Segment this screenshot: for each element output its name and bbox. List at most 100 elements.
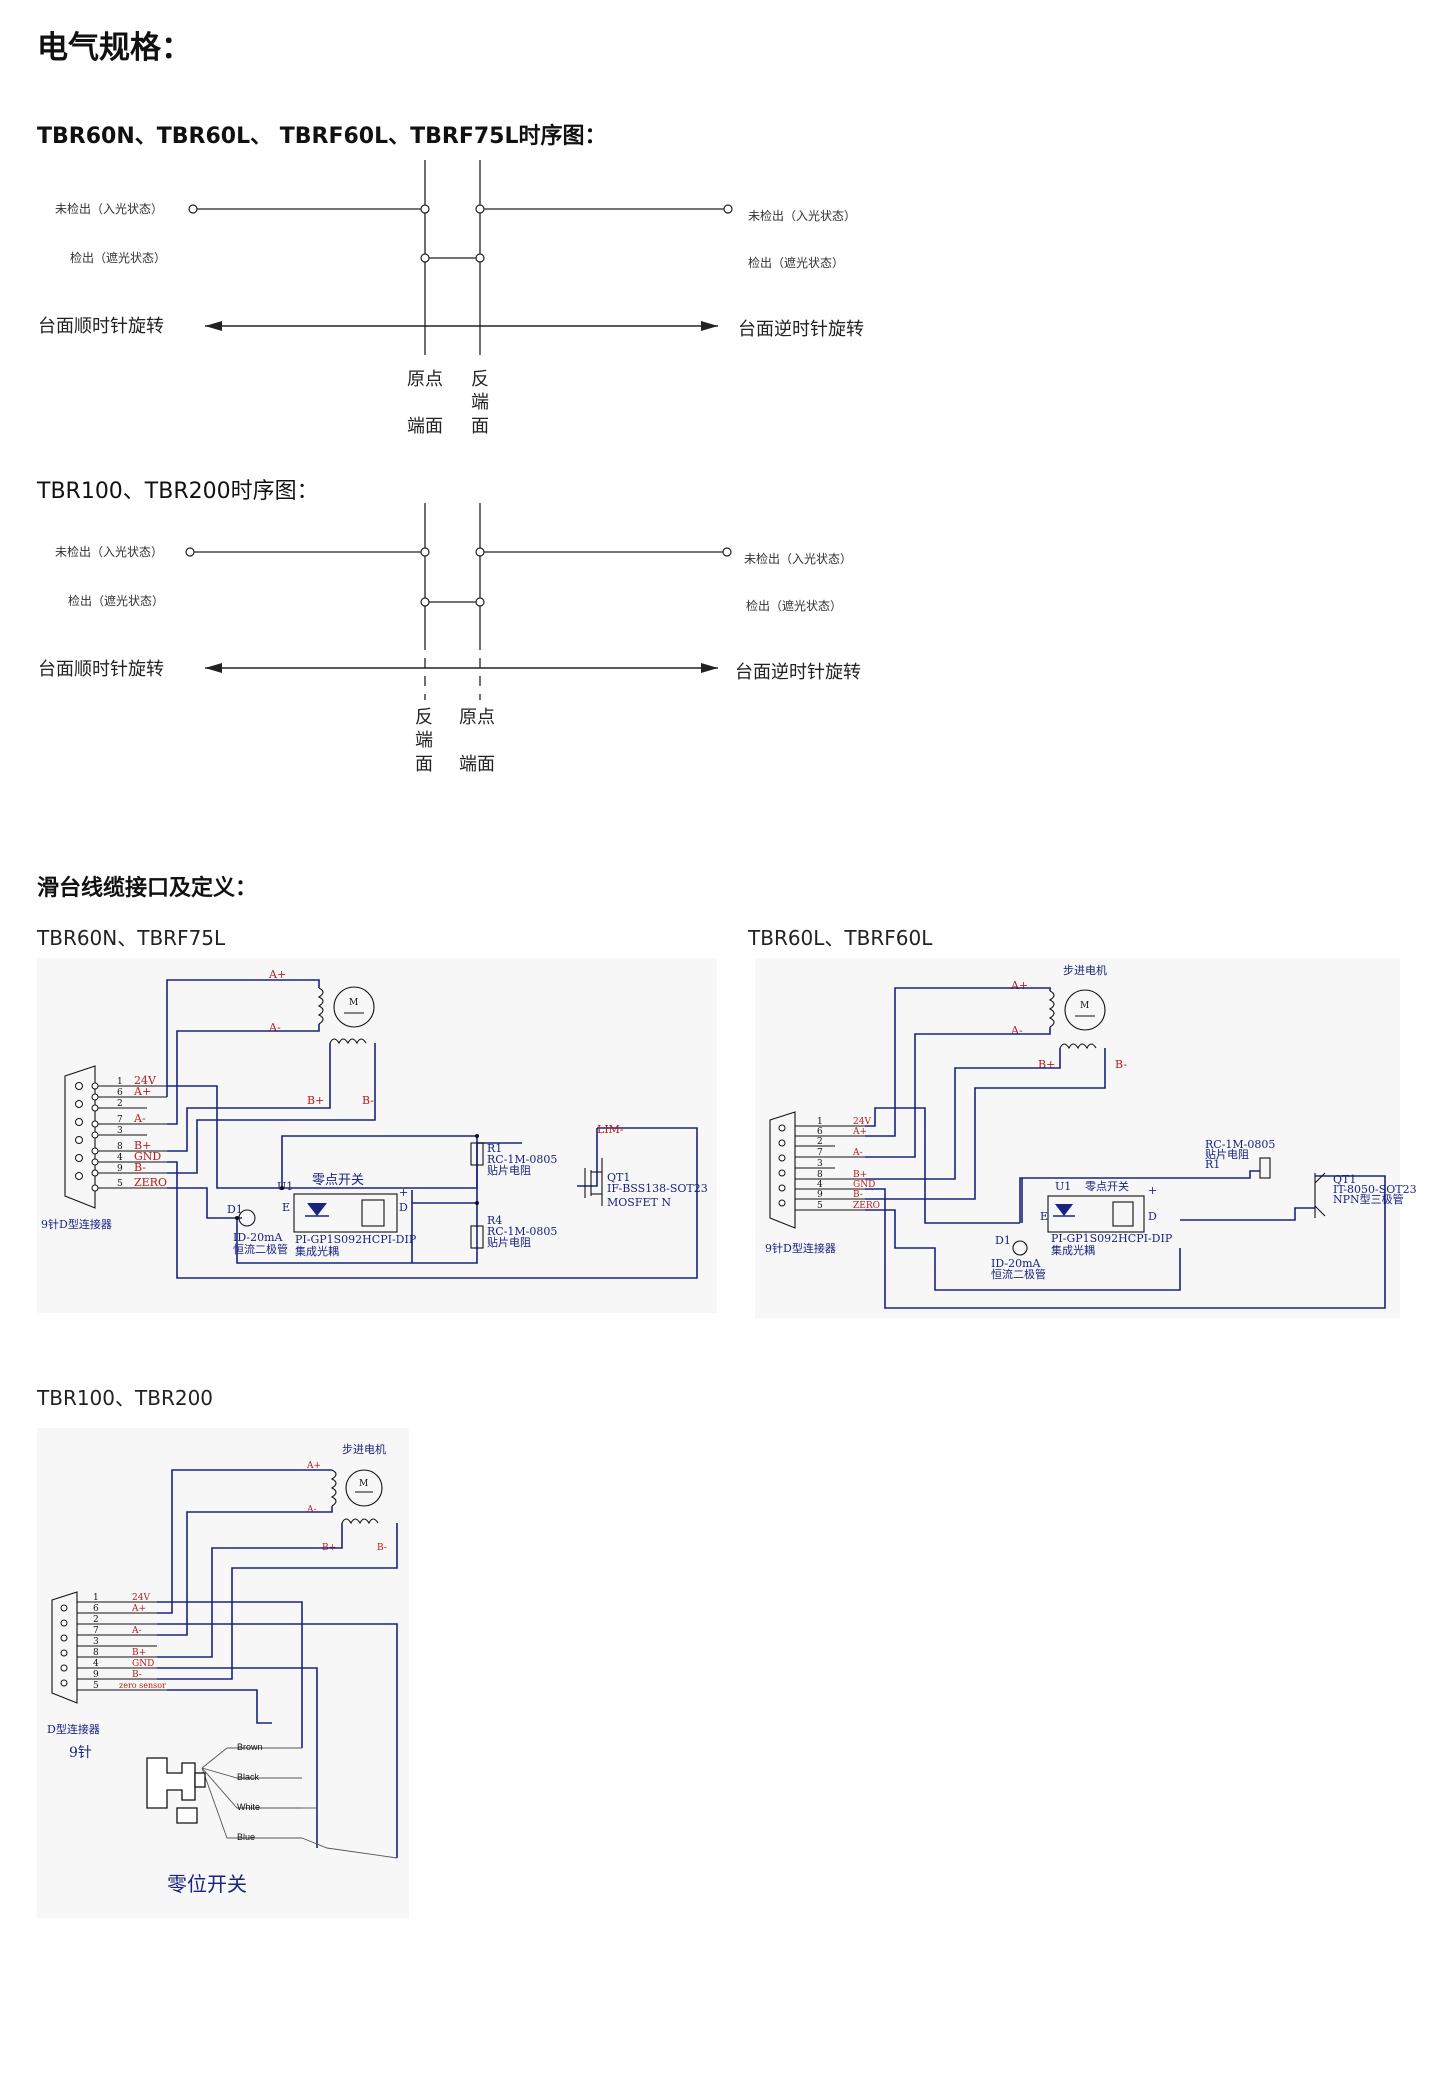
sa-sig-a-minus: A- — [133, 1112, 146, 1125]
sa-lim: LIM- — [597, 1123, 624, 1136]
sc-sig-zero-sensor: zero sensor — [119, 1681, 166, 1690]
sb-pin-3: 3 — [817, 1159, 823, 1169]
t2-origin-label-2: 端面 — [459, 754, 495, 775]
sb-sig-b-minus: B- — [853, 1190, 863, 1200]
schematic-b-caption: TBR60L、TBRF60L — [748, 926, 933, 950]
sb-sig-zero: ZERO — [853, 1201, 880, 1211]
t1-right-top-label: 未检出（入光状态） — [748, 208, 856, 223]
sc-pin-7: 7 — [93, 1626, 99, 1636]
sa-e: E — [282, 1201, 290, 1214]
schematic-a-caption: TBR60N、TBRF75L — [37, 926, 226, 950]
sa-motor-a-minus: A- — [268, 1021, 281, 1034]
schematic-b: 步进电机 M A+ A- B+ B- 1 6 2 7 3 8 4 9 5 24V… — [755, 958, 1417, 1318]
sb-motor-title: 步进电机 — [1063, 963, 1107, 977]
sa-sig-b-minus: B- — [134, 1161, 146, 1174]
sa-r4-part: RC-1M-0805 — [487, 1225, 557, 1238]
sb-pin-2: 2 — [817, 1137, 823, 1147]
sc-pin-2: 2 — [93, 1615, 99, 1625]
sc-wire-black: Black — [237, 1772, 260, 1782]
sb-d1-part: ID-20mA — [991, 1257, 1042, 1270]
sa-pin-2: 2 — [117, 1099, 123, 1109]
timing-diagram-2: 未检出（入光状态） 检出（遮光状态） 未检出（入光状态） 检出（遮光状态） 台面… — [38, 503, 861, 775]
sc-motor-a-minus: A- — [306, 1505, 317, 1515]
sb-qt1: QT1 — [1333, 1173, 1356, 1186]
sb-pin-8: 8 — [817, 1170, 823, 1180]
sb-pin-5: 5 — [817, 1201, 823, 1211]
sb-opto-desc: 集成光耦 — [1051, 1243, 1095, 1257]
sc-connector-pins: 9针 — [69, 1745, 92, 1761]
sb-connector-label: 9针D型连接器 — [765, 1241, 836, 1255]
sa-r1: R1 — [487, 1142, 502, 1155]
sb-zero-switch: 零点开关 — [1085, 1179, 1129, 1193]
sa-pin-1: 1 — [117, 1077, 123, 1087]
sb-motor-a-plus: A+ — [1010, 979, 1028, 992]
sa-sig-zero: ZERO — [134, 1176, 167, 1189]
sc-wire-blue: Blue — [237, 1832, 255, 1842]
t2-reverse-char-3: 面 — [415, 754, 433, 775]
sb-motor-b-minus: B- — [1115, 1058, 1127, 1071]
sc-pin-6: 6 — [93, 1604, 99, 1614]
t1-left-direction: 台面顺时针旋转 — [38, 316, 164, 337]
t2-reverse-char-2: 端 — [415, 730, 433, 751]
sb-opto-part: PI-GP1S092HCPI-DIP — [1051, 1232, 1173, 1245]
sa-pin-4: 4 — [117, 1153, 123, 1163]
sa-motor-a-plus: A+ — [268, 968, 286, 981]
sb-sig-gnd: GND — [853, 1180, 875, 1190]
t2-right-direction: 台面逆时针旋转 — [735, 662, 861, 683]
sa-plus: + — [399, 1186, 408, 1199]
sc-pin-3: 3 — [93, 1637, 99, 1647]
t2-right-bottom-label: 检出（遮光状态） — [746, 598, 842, 613]
sa-motor-b-minus: B- — [362, 1094, 374, 1107]
sa-u1: U1 — [277, 1180, 293, 1193]
sc-motor-b-minus: B- — [377, 1543, 387, 1553]
sc-sig-a-minus: A- — [131, 1626, 142, 1636]
schematic-a: 1 6 2 7 3 8 4 9 5 24V A+ A- B+ GND B- ZE… — [37, 958, 717, 1313]
sb-u1: U1 — [1055, 1180, 1071, 1193]
t2-left-bottom-label: 检出（遮光状态） — [68, 593, 164, 608]
t2-right-top-label: 未检出（入光状态） — [744, 551, 852, 566]
sc-connector-label: D型连接器 — [47, 1722, 100, 1736]
sb-qt1-desc: NPN型三极管 — [1333, 1192, 1404, 1206]
sa-d: D — [399, 1201, 408, 1214]
t2-left-top-label: 未检出（入光状态） — [55, 544, 163, 559]
t1-reverse-char-1: 反 — [471, 369, 489, 390]
sc-pin-8: 8 — [93, 1648, 99, 1658]
sa-pin-5: 5 — [117, 1179, 123, 1189]
sa-pin-7: 7 — [117, 1115, 123, 1125]
sc-pin-1: 1 — [93, 1593, 99, 1603]
timing1-title: TBR60N、TBR60L、 TBRF60L、TBRF75L时序图： — [37, 124, 607, 149]
sb-sig-a-plus: A+ — [852, 1127, 867, 1137]
sb-pin-9: 9 — [817, 1190, 823, 1200]
sc-sig-24v: 24V — [132, 1593, 150, 1603]
sc-motor-m: M — [359, 1479, 368, 1489]
sb-pin-7: 7 — [817, 1148, 823, 1158]
sc-motor-a-plus: A+ — [306, 1461, 321, 1471]
sb-sig-24v: 24V — [853, 1117, 871, 1127]
sa-opto-part: PI-GP1S092HCPI-DIP — [295, 1233, 417, 1246]
sc-pin-9: 9 — [93, 1670, 99, 1680]
t1-right-direction: 台面逆时针旋转 — [738, 319, 864, 340]
sa-pin-6: 6 — [117, 1088, 123, 1098]
sa-r4-desc: 贴片电阻 — [487, 1235, 531, 1249]
sc-sig-gnd: GND — [132, 1659, 154, 1669]
page-title: 电气规格： — [37, 30, 192, 66]
sc-pin-5: 5 — [93, 1681, 99, 1691]
sa-connector-label: 9针D型连接器 — [41, 1217, 112, 1231]
sb-e: E — [1040, 1210, 1048, 1223]
t2-reverse-char-1: 反 — [415, 707, 433, 728]
sc-pin-4: 4 — [93, 1659, 99, 1669]
t1-reverse-char-3: 面 — [471, 416, 489, 437]
t1-left-bottom-label: 检出（遮光状态） — [70, 250, 166, 265]
sa-qt1: QT1 — [607, 1171, 630, 1184]
sb-motor-b-plus: B+ — [1038, 1058, 1055, 1071]
sa-sig-b-plus: B+ — [134, 1139, 151, 1152]
t2-origin-label: 原点 — [459, 707, 495, 728]
timing2-title: TBR100、TBR200时序图： — [37, 479, 319, 504]
sb-pin-4: 4 — [817, 1180, 823, 1190]
sa-pin-9: 9 — [117, 1164, 123, 1174]
sb-pin-1: 1 — [817, 1117, 823, 1127]
sb-r1-desc: 贴片电阻 — [1205, 1147, 1249, 1161]
sa-pin-8: 8 — [117, 1142, 123, 1152]
sa-sig-gnd: GND — [134, 1150, 161, 1163]
t1-origin-label: 原点 — [407, 369, 443, 390]
